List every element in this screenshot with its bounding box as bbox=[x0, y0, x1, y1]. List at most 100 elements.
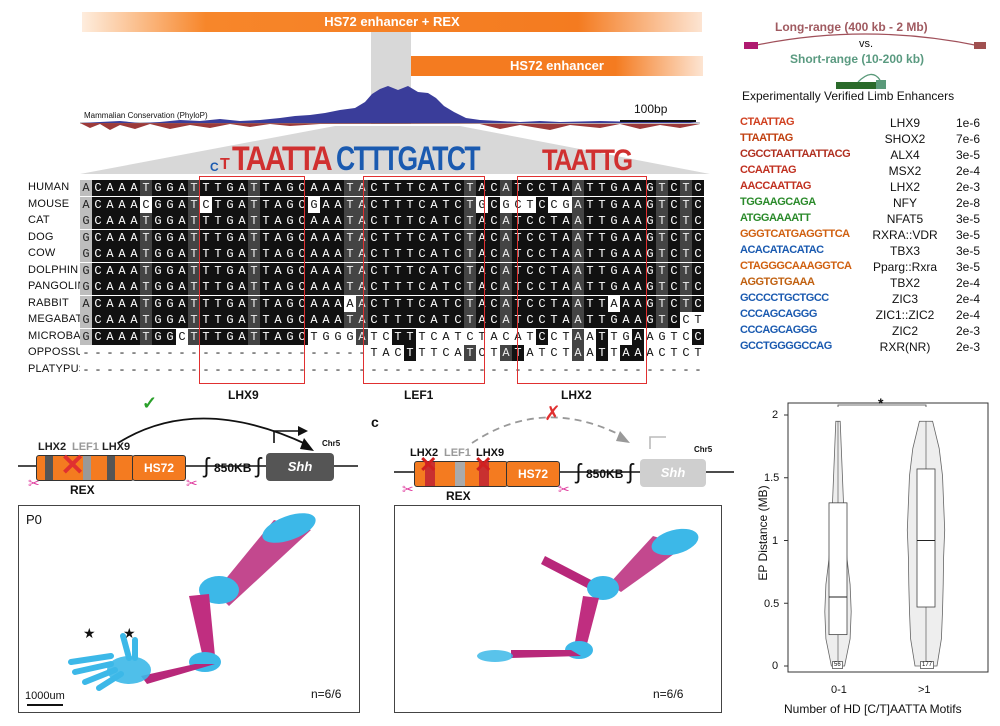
nucleotide: T bbox=[248, 328, 260, 345]
nucleotide: C bbox=[692, 328, 704, 345]
nucleotide: - bbox=[128, 345, 140, 361]
scissor-icon: ✂ bbox=[186, 475, 198, 491]
nucleotide: A bbox=[560, 229, 572, 246]
nucleotide: A bbox=[572, 180, 584, 196]
nucleotide: A bbox=[116, 328, 128, 345]
nucleotide: C bbox=[176, 328, 188, 345]
nucleotide: G bbox=[608, 180, 620, 196]
tf-logo: CTAGGGCAAAGGTCA bbox=[740, 260, 852, 272]
nucleotide: T bbox=[584, 279, 596, 295]
nucleotide: T bbox=[140, 213, 152, 229]
nucleotide: T bbox=[392, 262, 404, 279]
nucleotide: T bbox=[464, 312, 476, 328]
nucleotide: T bbox=[464, 180, 476, 196]
nucleotide: T bbox=[380, 213, 392, 229]
nucleotide: T bbox=[200, 180, 212, 196]
nucleotide: C bbox=[668, 196, 680, 213]
nucleotide: T bbox=[392, 312, 404, 328]
nucleotide: T bbox=[380, 295, 392, 312]
nucleotide: A bbox=[332, 229, 344, 246]
nucleotide: A bbox=[332, 180, 344, 196]
nucleotide: C bbox=[368, 213, 380, 229]
nucleotide: C bbox=[368, 246, 380, 262]
nucleotide: A bbox=[272, 295, 284, 312]
nucleotide: C bbox=[296, 328, 308, 345]
nucleotide: C bbox=[92, 229, 104, 246]
tf-name: RXRA::VDR bbox=[872, 228, 938, 242]
nucleotide: G bbox=[164, 196, 176, 213]
nucleotide: T bbox=[260, 196, 272, 213]
nucleotide: A bbox=[500, 345, 512, 361]
nucleotide: A bbox=[572, 246, 584, 262]
nucleotide: T bbox=[404, 229, 416, 246]
nucleotide: T bbox=[584, 180, 596, 196]
nucleotide: - bbox=[140, 345, 152, 361]
nucleotide: T bbox=[188, 328, 200, 345]
nucleotide: C bbox=[536, 229, 548, 246]
nucleotide: C bbox=[296, 295, 308, 312]
nucleotide: G bbox=[164, 295, 176, 312]
nucleotide: T bbox=[200, 295, 212, 312]
nucleotide: T bbox=[248, 312, 260, 328]
nucleotide: - bbox=[80, 361, 92, 378]
nucleotide: T bbox=[440, 229, 452, 246]
short-range-label: Short-range (10-200 kb) bbox=[790, 52, 925, 66]
tf-logo: ACACATACATAC bbox=[740, 244, 824, 256]
ytick-0: 0 bbox=[772, 660, 779, 672]
nucleotide: T bbox=[392, 180, 404, 196]
tf-logo: GCCTGGGGCCAG bbox=[740, 340, 832, 352]
left-shh-label: Shh bbox=[287, 459, 313, 474]
nucleotide: A bbox=[632, 229, 644, 246]
nucleotide: C bbox=[692, 246, 704, 262]
nucleotide: - bbox=[440, 361, 452, 378]
nucleotide: A bbox=[320, 180, 332, 196]
nucleotide: - bbox=[272, 361, 284, 378]
nucleotide: G bbox=[224, 213, 236, 229]
nucleotide: T bbox=[596, 328, 608, 345]
nucleotide: A bbox=[104, 180, 116, 196]
nucleotide: T bbox=[140, 328, 152, 345]
scale-bar bbox=[27, 704, 63, 706]
nucleotide: C bbox=[416, 295, 428, 312]
nucleotide: T bbox=[440, 180, 452, 196]
nucleotide: T bbox=[260, 180, 272, 196]
nucleotide: C bbox=[476, 345, 488, 361]
nucleotide: A bbox=[104, 196, 116, 213]
nucleotide: - bbox=[260, 361, 272, 378]
nucleotide: A bbox=[236, 246, 248, 262]
range-diagram bbox=[744, 33, 986, 89]
nucleotide: C bbox=[524, 295, 536, 312]
nucleotide: C bbox=[488, 196, 500, 213]
nucleotide: C bbox=[416, 246, 428, 262]
nucleotide: C bbox=[524, 312, 536, 328]
nucleotide: A bbox=[272, 180, 284, 196]
nucleotide: T bbox=[428, 345, 440, 361]
nucleotide: C bbox=[380, 328, 392, 345]
nucleotide: G bbox=[164, 262, 176, 279]
nucleotide: A bbox=[104, 279, 116, 295]
scissor-icon: ✂ bbox=[28, 475, 40, 491]
nucleotide: C bbox=[500, 328, 512, 345]
panel-c-label: c bbox=[371, 414, 379, 430]
nucleotide: - bbox=[152, 345, 164, 361]
nucleotide: T bbox=[404, 279, 416, 295]
nucleotide: G bbox=[224, 246, 236, 262]
nucleotide: A bbox=[128, 262, 140, 279]
logo-lef1-text: CTTTGATCT bbox=[336, 140, 481, 178]
tf-pvalue: 2e-4 bbox=[956, 292, 981, 306]
nucleotide: C bbox=[536, 279, 548, 295]
nucleotide: G bbox=[644, 213, 656, 229]
nucleotide: A bbox=[488, 328, 500, 345]
nucleotide: G bbox=[152, 279, 164, 295]
nucleotide: A bbox=[572, 328, 584, 345]
phylop-positive bbox=[80, 86, 700, 123]
nucleotide: T bbox=[596, 312, 608, 328]
nucleotide: - bbox=[548, 361, 560, 378]
nucleotide: G bbox=[284, 196, 296, 213]
significance-star: * bbox=[878, 395, 884, 411]
nucleotide: T bbox=[656, 180, 668, 196]
